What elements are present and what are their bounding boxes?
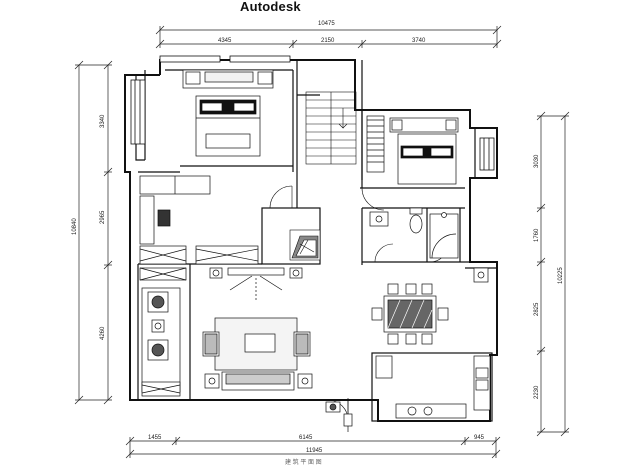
drawing-caption: 建 筑 平 面 图 <box>285 460 322 466</box>
dimension-labels: 10475 4345 2150 3740 10840 3340 2965 426… <box>72 21 564 454</box>
bathroom-fixtures <box>369 207 459 259</box>
dim-left-total: 10840 <box>72 218 78 235</box>
dim-left-upper: 3340 <box>100 114 106 128</box>
living-room-furniture <box>202 317 313 391</box>
app-title: Autodesk <box>240 0 301 14</box>
dim-left-lower: 4260 <box>100 326 106 340</box>
master-bedroom <box>182 69 274 157</box>
dim-top-mid: 2150 <box>321 38 335 44</box>
dining-counters <box>139 175 259 281</box>
kitchen-fixtures <box>375 267 491 419</box>
dim-left-mid: 2965 <box>100 210 106 224</box>
dim-bottom-mid: 6145 <box>299 435 313 441</box>
dim-right-d: 2230 <box>534 385 540 399</box>
dining-table <box>371 283 449 345</box>
dim-right-b: 1760 <box>534 228 540 242</box>
windows <box>130 55 495 171</box>
dim-bottom-right: 945 <box>474 435 485 441</box>
dim-top-right: 3740 <box>412 38 426 44</box>
dim-right-c: 2825 <box>534 302 540 316</box>
tv-wall <box>209 267 303 300</box>
staircase <box>305 91 357 165</box>
entry-fixture <box>325 398 353 432</box>
dim-bottom-total: 11945 <box>306 448 323 454</box>
balcony-lounge <box>141 287 181 397</box>
second-bedroom <box>366 115 459 185</box>
dim-top-left: 4345 <box>218 38 232 44</box>
dim-right-a: 3030 <box>534 154 540 168</box>
dim-top-total: 10475 <box>318 21 335 27</box>
dim-bottom-left: 1455 <box>148 435 162 441</box>
dimension-lines <box>74 25 570 459</box>
dim-right-total: 10225 <box>558 267 564 284</box>
pantry <box>289 229 321 261</box>
